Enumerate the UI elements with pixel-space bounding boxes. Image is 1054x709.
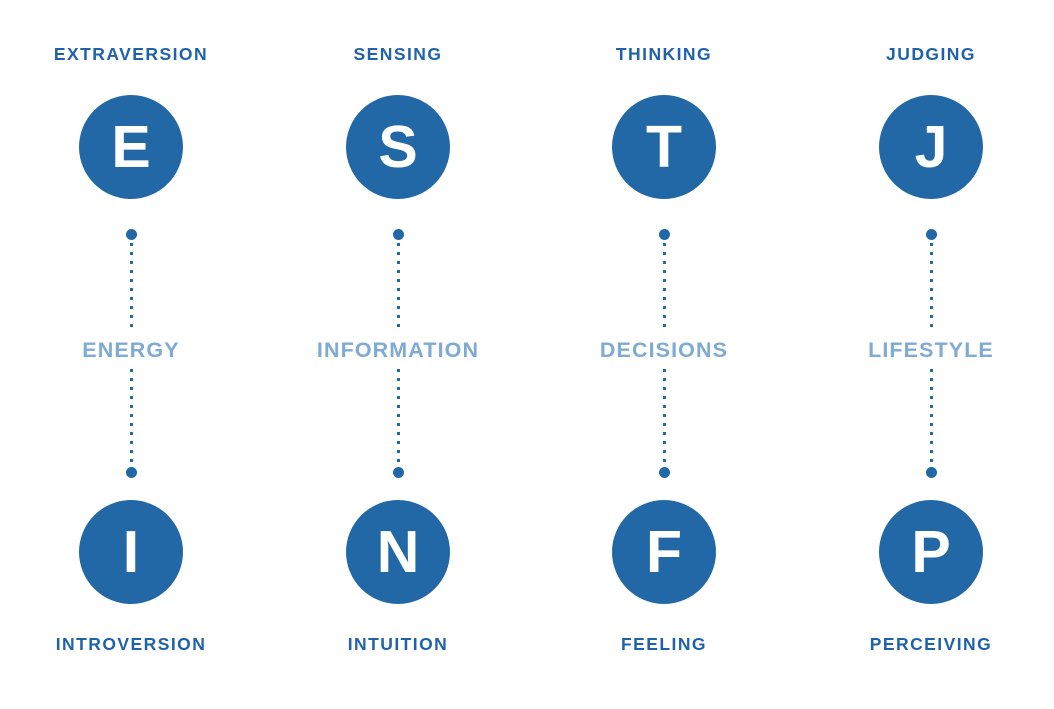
dichotomy-column-lifestyle: JUDGING J LIFESTYLE P PERCEIVING bbox=[801, 0, 1054, 709]
middle-category-label: ENERGY bbox=[1, 332, 261, 368]
bottom-pole-label: PERCEIVING bbox=[869, 634, 993, 654]
top-letter-circle: E bbox=[79, 95, 183, 199]
middle-category-label-text: INFORMATION bbox=[309, 332, 487, 368]
dichotomy-column-energy: EXTRAVERSION E ENERGY I INTROVERSION bbox=[1, 0, 261, 709]
connector-cap-bottom bbox=[659, 467, 670, 478]
middle-category-label-text: ENERGY bbox=[75, 332, 187, 368]
middle-category-label: INFORMATION bbox=[268, 332, 528, 368]
connector-cap-bottom bbox=[126, 467, 137, 478]
top-pole-label: JUDGING bbox=[886, 44, 976, 64]
top-letter-circle: S bbox=[346, 95, 450, 199]
bottom-letter-circle: N bbox=[346, 500, 450, 604]
bottom-pole-label: INTUITION bbox=[347, 634, 449, 654]
bottom-letter-circle: P bbox=[879, 500, 983, 604]
middle-category-label: DECISIONS bbox=[534, 332, 794, 368]
bottom-letter-circle: F bbox=[612, 500, 716, 604]
dichotomy-column-decisions: THINKING T DECISIONS F FEELING bbox=[534, 0, 794, 709]
top-pole-label: SENSING bbox=[353, 44, 443, 64]
bottom-pole-label: FEELING bbox=[621, 634, 707, 654]
top-letter-circle: T bbox=[612, 95, 716, 199]
middle-category-label-text: DECISIONS bbox=[592, 332, 736, 368]
top-pole-label: EXTRAVERSION bbox=[53, 44, 209, 64]
top-pole-label: THINKING bbox=[615, 44, 713, 64]
bottom-pole-label: INTROVERSION bbox=[55, 634, 207, 654]
dichotomy-column-information: SENSING S INFORMATION N INTUITION bbox=[268, 0, 528, 709]
connector-cap-bottom bbox=[393, 467, 404, 478]
bottom-letter-circle: I bbox=[79, 500, 183, 604]
connector-cap-bottom bbox=[926, 467, 937, 478]
middle-category-label: LIFESTYLE bbox=[801, 332, 1054, 368]
middle-category-label-text: LIFESTYLE bbox=[861, 332, 1001, 368]
top-letter-circle: J bbox=[879, 95, 983, 199]
